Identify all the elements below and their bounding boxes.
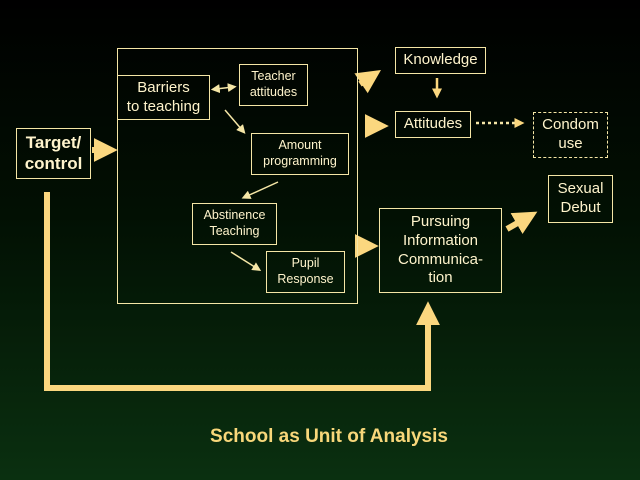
arrow-barriers-to-amount [224,109,246,134]
amount-programming-box: Amount programming [251,133,349,175]
condom-use-box: Condom use [533,112,608,158]
loop-arrow-target-to-pursuing [44,192,440,391]
arrow-pursuing-to-sexual [505,211,538,234]
sexual-debut-box: Sexual Debut [548,175,613,223]
attitudes-box: Attitudes [395,111,471,138]
school-frame [117,48,358,304]
arrow-amount-to-abstinence [241,181,279,199]
target-control-box: Target/ control [16,128,91,179]
teacher-attitudes-box: Teacher attitudes [239,64,308,106]
diagram-caption: School as Unit of Analysis [210,426,448,447]
arrow-barriers-teacher [210,83,237,94]
knowledge-box: Knowledge [395,47,486,74]
pursuing-information-box: Pursuing Information Communica- tion [379,208,502,293]
barriers-box: Barriers to teaching [117,75,210,120]
pupil-response-box: Pupil Response [266,251,345,293]
arrow-school-to-knowledge [354,70,381,94]
abstinence-teaching-box: Abstinence Teaching [192,203,277,245]
arrow-abstinence-to-pupil [230,251,262,271]
